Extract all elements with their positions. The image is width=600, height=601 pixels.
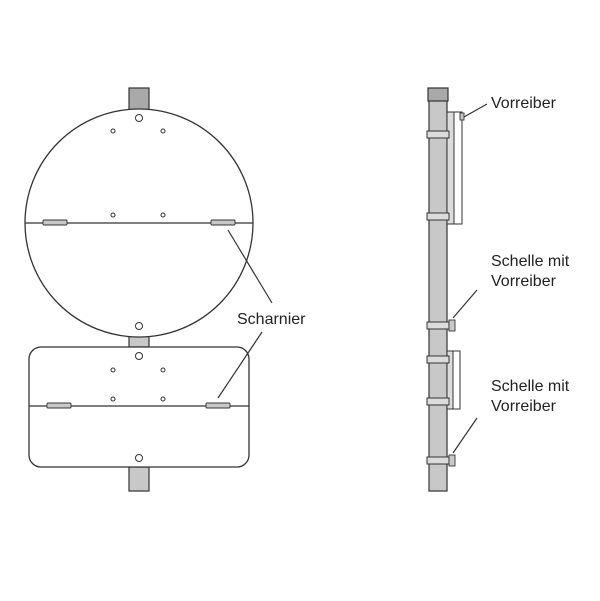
side-clamp-with-latch	[426, 456, 450, 465]
rect-sign-bolt	[135, 454, 143, 462]
side-clamp	[426, 212, 450, 221]
clamp-lower-leader-line	[452, 417, 478, 454]
clamp-lower-label-line1: Schelle mit	[491, 378, 570, 395]
front-post-cap	[128, 87, 150, 111]
side-post	[428, 98, 448, 492]
front-post-bottom	[128, 466, 150, 492]
clamp-upper-leader-line	[452, 289, 478, 319]
side-view: Vorreiber Schelle mit Vorreiber Schelle …	[426, 87, 570, 492]
round-sign-bolt	[135, 322, 143, 330]
hinge-leader-line	[217, 331, 263, 399]
rect-sign-bolt	[160, 396, 166, 402]
hinge-leader-line	[227, 229, 273, 304]
side-clamp	[426, 130, 450, 139]
rect-sign-bolt	[110, 367, 116, 373]
round-sign-bolt	[110, 128, 116, 134]
round-sign-bolt	[160, 128, 166, 134]
side-clamp	[426, 397, 450, 406]
side-clamp	[426, 355, 450, 364]
round-sign-bolt	[160, 212, 166, 218]
latch-top-label: Vorreiber	[491, 95, 557, 112]
rect-sign-hinge-right	[205, 402, 231, 409]
rect-sign-bolt	[160, 367, 166, 373]
round-sign-hinge-right	[210, 219, 236, 226]
rect-sign-hinge-left	[46, 402, 72, 409]
side-round-sign-bracket	[446, 111, 455, 225]
clamp-lower-label-line2: Vorreiber	[491, 398, 557, 415]
rect-sign-bolt	[135, 352, 143, 360]
rect-sign-bolt	[110, 396, 116, 402]
side-round-sign-panel	[453, 111, 463, 225]
side-post-cap	[427, 87, 449, 102]
clamp-upper-label-line2: Vorreiber	[491, 273, 557, 290]
round-sign-bolt	[110, 212, 116, 218]
side-latch-top	[459, 112, 465, 121]
front-view: Scharnier	[24, 87, 306, 492]
hinge-label: Scharnier	[237, 311, 306, 328]
round-sign-bolt	[135, 114, 143, 122]
side-rect-sign-panel	[452, 350, 461, 410]
side-clamp-with-latch	[426, 321, 450, 330]
latch-top-leader-line	[463, 103, 488, 118]
side-clamp-latch	[448, 454, 456, 467]
clamp-upper-label-line1: Schelle mit	[491, 253, 570, 270]
round-sign-hinge-left	[42, 219, 68, 226]
rect-sign-panel	[28, 346, 250, 468]
side-clamp-latch	[448, 319, 456, 332]
